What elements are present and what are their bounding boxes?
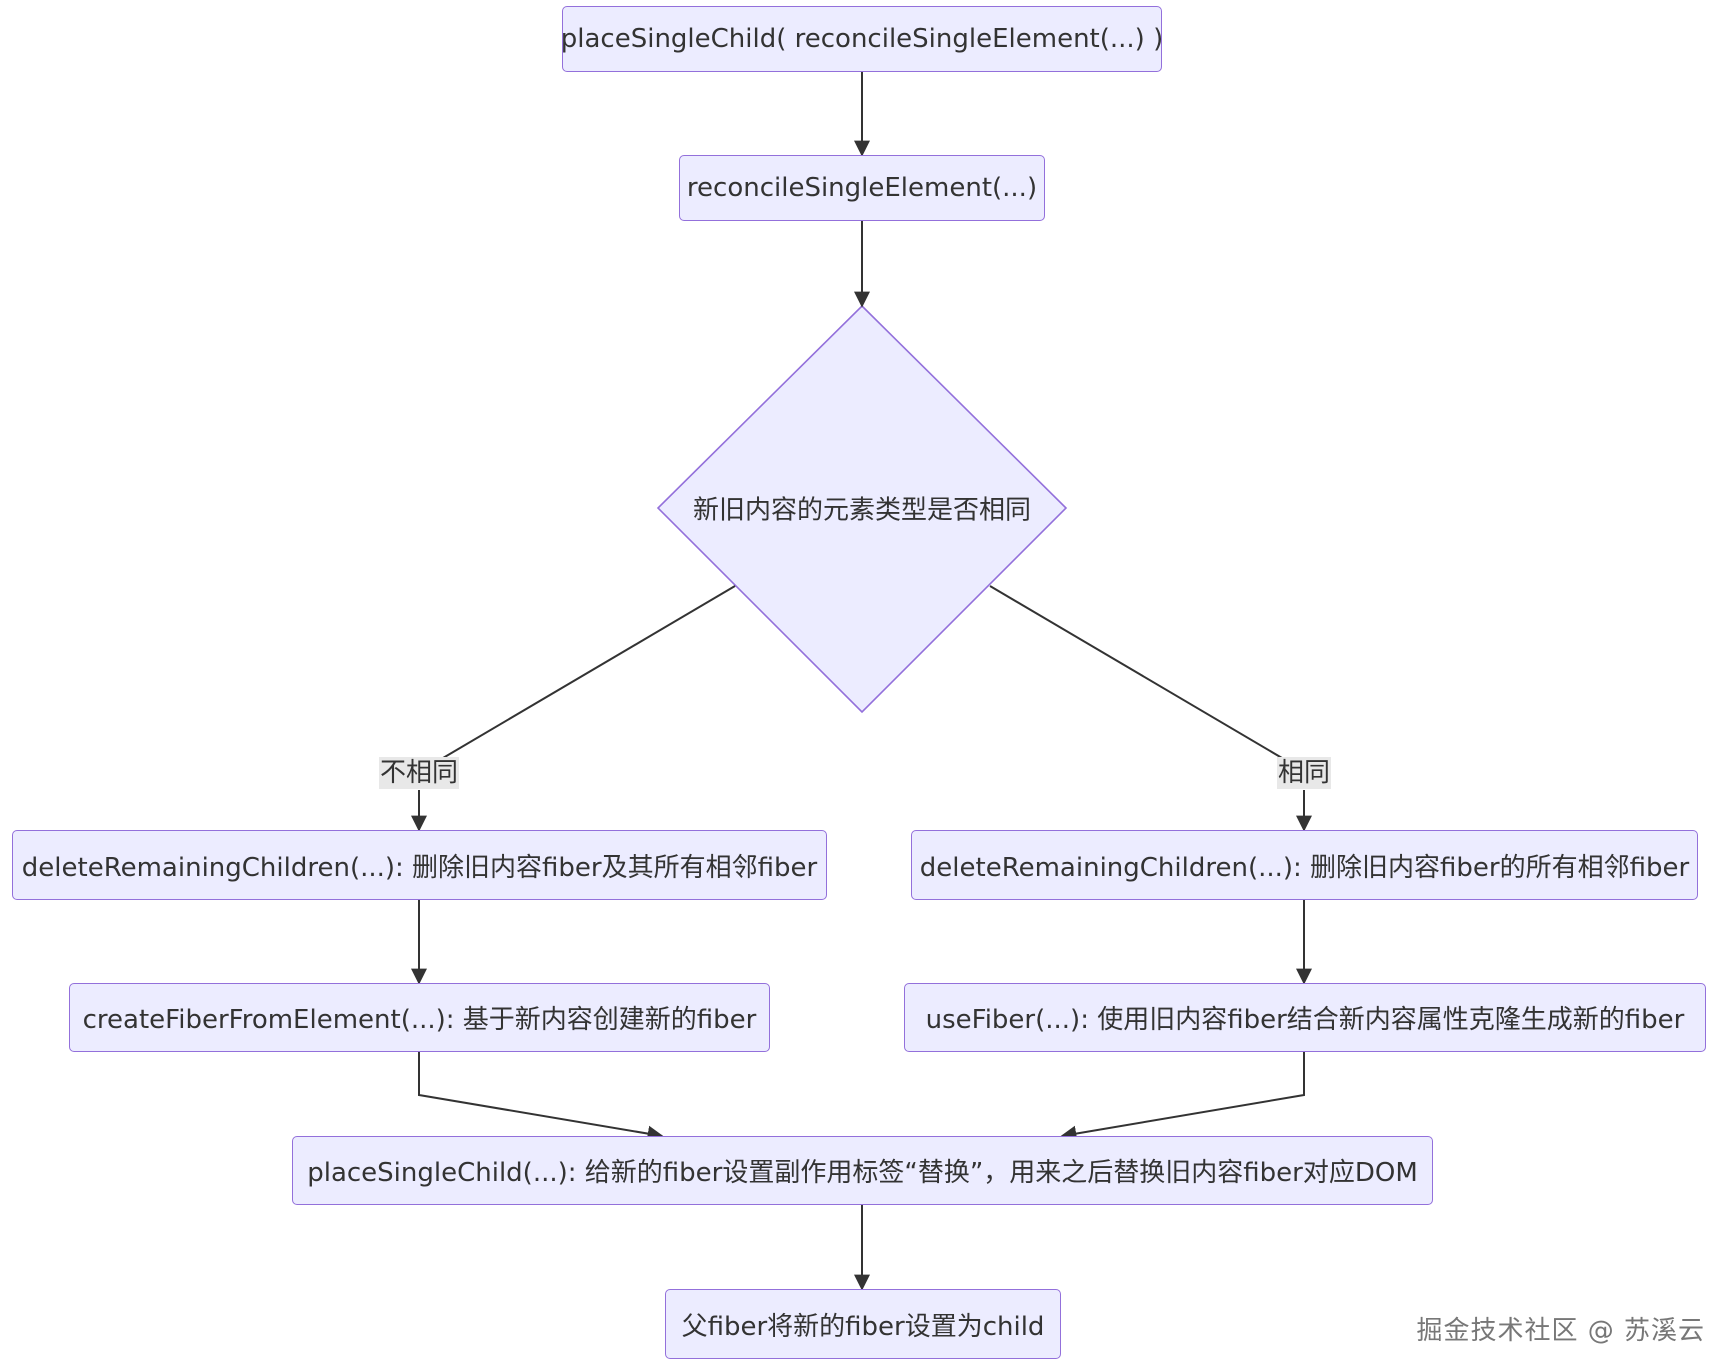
node-create-fiber-from-element: createFiberFromElement(...): 基于新内容创建新的fi… <box>69 983 770 1052</box>
edge-decision-to-no <box>442 585 736 759</box>
edge-use-to-place <box>1060 1052 1305 1142</box>
node-use-fiber: useFiber(...): 使用旧内容fiber结合新内容属性克隆生成新的fi… <box>904 983 1706 1052</box>
node-parent-set-child-label: 父fiber将新的fiber设置为child <box>681 1311 1045 1342</box>
edge-decision-to-yes <box>989 585 1283 759</box>
node-place-single-child: placeSingleChild(...): 给新的fiber设置副作用标签“替… <box>292 1136 1433 1205</box>
node-use-fiber-label: useFiber(...): 使用旧内容fiber结合新内容属性克隆生成新的fi… <box>925 1005 1685 1035</box>
decision-label: 新旧内容的元素类型是否相同 <box>692 495 1032 526</box>
edge-label-same: 相同 <box>1276 757 1332 789</box>
node-parent-set-child: 父fiber将新的fiber设置为child <box>665 1289 1061 1359</box>
node-create-fiber-from-element-label: createFiberFromElement(...): 基于新内容创建新的fi… <box>82 1005 757 1035</box>
node-delete-remaining-left: deleteRemainingChildren(...): 删除旧内容fiber… <box>12 830 827 900</box>
decision-diamond <box>656 304 1068 714</box>
edge-create-to-place <box>418 1052 664 1142</box>
edge-label-not-same: 不相同 <box>378 757 460 789</box>
node-place-single-child-label: placeSingleChild(...): 给新的fiber设置副作用标签“替… <box>307 1158 1418 1188</box>
node-delete-remaining-right-label: deleteRemainingChildren(...): 删除旧内容fiber… <box>919 852 1690 883</box>
node-place-single-child-top-label: placeSingleChild( reconcileSingleElement… <box>560 24 1164 54</box>
node-delete-remaining-right: deleteRemainingChildren(...): 删除旧内容fiber… <box>911 830 1698 900</box>
node-place-single-child-top: placeSingleChild( reconcileSingleElement… <box>560 6 1164 72</box>
node-reconcile-single-element: reconcileSingleElement(...) <box>679 155 1045 221</box>
watermark: 掘金技术社区 @ 苏溪云 <box>1416 1316 1705 1346</box>
node-delete-remaining-left-label: deleteRemainingChildren(...): 删除旧内容fiber… <box>21 852 818 883</box>
node-reconcile-single-element-label: reconcileSingleElement(...) <box>686 173 1038 203</box>
